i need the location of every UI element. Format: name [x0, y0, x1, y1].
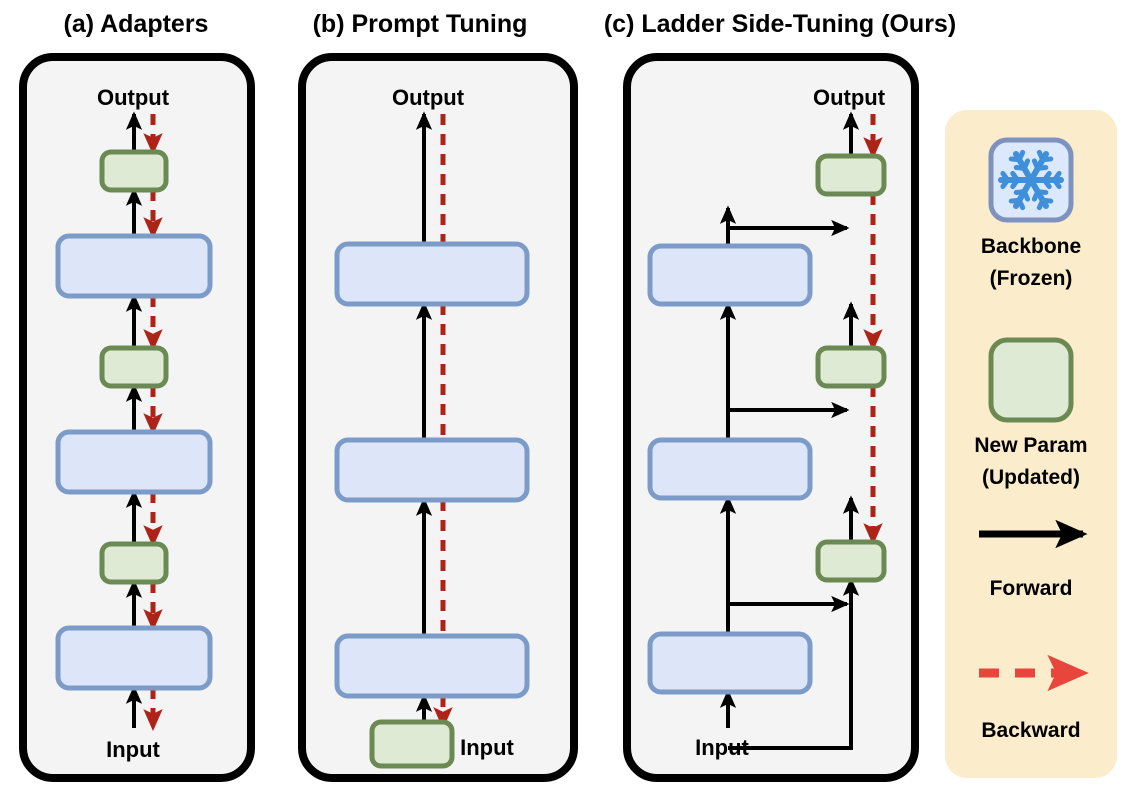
ladder-rung-1	[726, 401, 850, 440]
panel-title-adapters: (a) Adapters	[64, 10, 209, 38]
output-label-prompt-tuning: Output	[392, 85, 465, 110]
backbone-block-1	[334, 437, 530, 503]
backbone-block-0	[55, 233, 213, 299]
newparam-block-1	[99, 345, 169, 389]
newparam-block-0	[99, 149, 169, 193]
legend-label-forward: Forward	[990, 577, 1073, 600]
output-label-adapters: Output	[97, 85, 170, 110]
newparam-block-0	[369, 719, 455, 769]
input-label-adapters: Input	[106, 737, 160, 762]
legend-frame	[945, 110, 1117, 778]
panel-title-prompt-tuning: (b) Prompt Tuning	[313, 10, 528, 38]
backbone-block-0	[647, 243, 813, 307]
input-label-prompt-tuning: Input	[460, 735, 514, 760]
ladder-rung-0	[726, 219, 850, 246]
backbone-block-2	[55, 625, 213, 691]
snowflake-icon	[998, 149, 1064, 211]
panel-frame-prompt-tuning	[298, 53, 578, 782]
output-label-ladder-side-tuning: Output	[813, 85, 886, 110]
green-box-icon	[988, 337, 1074, 423]
legend-label-backward: Backward	[981, 719, 1080, 742]
newparam-block-2	[99, 541, 169, 585]
backbone-block-1	[55, 429, 213, 495]
newparam-block-0	[815, 153, 887, 197]
backbone-block-2	[334, 633, 530, 699]
legend-label-newparam-1: New Param	[974, 434, 1087, 457]
legend-label-backbone-1: Backbone	[981, 235, 1081, 258]
forward-arrow-input-to-side	[728, 577, 860, 750]
legend-label-backbone-2: (Frozen)	[990, 267, 1073, 290]
ladder-rung-2	[726, 595, 850, 634]
backbone-block-0	[334, 241, 530, 307]
legend-label-newparam-2: (Updated)	[982, 466, 1080, 489]
newparam-block-2	[815, 539, 887, 583]
panel-title-ladder-side-tuning: (c) Ladder Side-Tuning (Ours)	[604, 10, 956, 38]
backbone-block-2	[647, 631, 813, 695]
newparam-block-1	[815, 345, 887, 389]
backbone-block-1	[647, 437, 813, 501]
